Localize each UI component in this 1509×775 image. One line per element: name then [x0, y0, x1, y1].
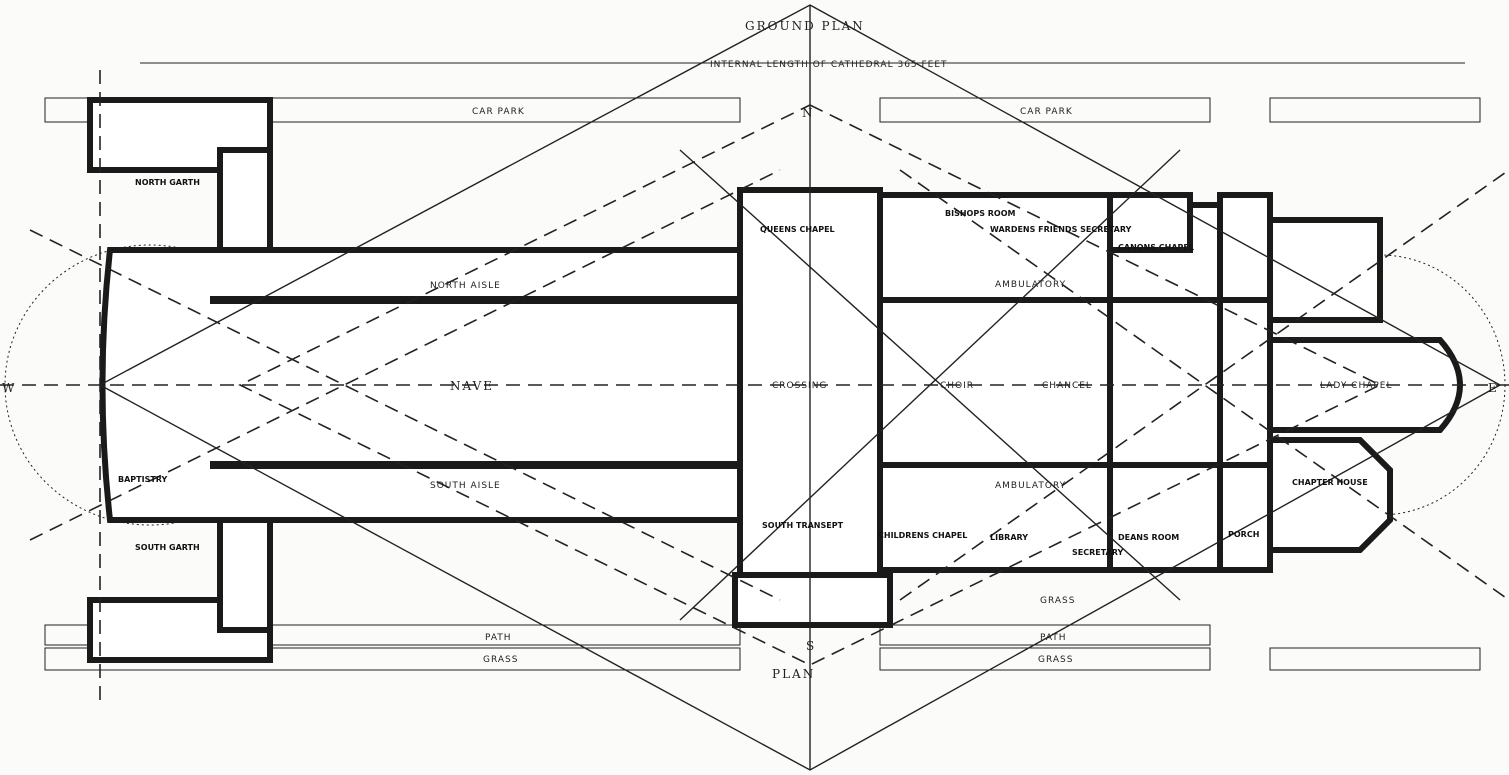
grass-right: GRASS [1038, 655, 1073, 665]
south-transept-label: SOUTH TRANSEPT [762, 521, 844, 530]
compass-north: N [802, 106, 815, 120]
compass-west: W [2, 381, 16, 395]
dimension-label: INTERNAL LENGTH OF CATHEDRAL 365 FEET [710, 60, 948, 70]
wardens-room-label: WARDENS FRIENDS SECRETARY [990, 225, 1132, 234]
porch-label: PORCH [1228, 530, 1259, 539]
canons-chapel-label: CANONS CHAPEL [1118, 243, 1194, 252]
construction-lines [0, 4, 1509, 771]
nave-label: NAVE [450, 379, 494, 393]
plan-subtitle: PLAN [772, 667, 815, 681]
car-park-left: CAR PARK [472, 107, 525, 117]
south-garth-label: SOUTH GARTH [135, 543, 200, 552]
ambulatory-north-label: AMBULATORY [995, 280, 1066, 290]
chancel-label: CHANCEL [1042, 381, 1092, 391]
secretary-label: SECRETARY [1072, 548, 1123, 557]
compass-south: S [806, 639, 816, 653]
ambulatory-south-label: AMBULATORY [995, 481, 1066, 491]
bishops-room-label: BISHOPS ROOM [945, 209, 1016, 218]
crossing-label: CROSSING [772, 381, 827, 391]
car-park-right: CAR PARK [1020, 107, 1073, 117]
baptistry-label: BAPTISTRY [118, 475, 168, 484]
lady-chapel-label: LADY CHAPEL [1320, 381, 1393, 391]
room-labels: NORTH GARTH SOUTH GARTH NORTH AISLE NAVE… [118, 178, 1393, 557]
choir-label: CHOIR [940, 381, 974, 391]
south-aisle-label: SOUTH AISLE [430, 481, 501, 491]
queens-chapel-label: QUEENS CHAPEL [760, 225, 835, 234]
building [87, 97, 1463, 663]
north-aisle-label: NORTH AISLE [430, 281, 501, 291]
plan-title: GROUND PLAN [745, 19, 865, 33]
chapter-house-label: CHAPTER HOUSE [1292, 478, 1368, 487]
grass-south: GRASS [1040, 596, 1075, 606]
deans-room-label: DEANS ROOM [1118, 533, 1179, 542]
path-left: PATH [485, 633, 512, 643]
path-right: PATH [1040, 633, 1067, 643]
library-label: LIBRARY [990, 533, 1028, 542]
grass-left: GRASS [483, 655, 518, 665]
childrens-chapel-label: CHILDRENS CHAPEL [878, 531, 967, 540]
compass-east: E [1488, 381, 1499, 395]
north-garth-label: NORTH GARTH [135, 178, 200, 187]
